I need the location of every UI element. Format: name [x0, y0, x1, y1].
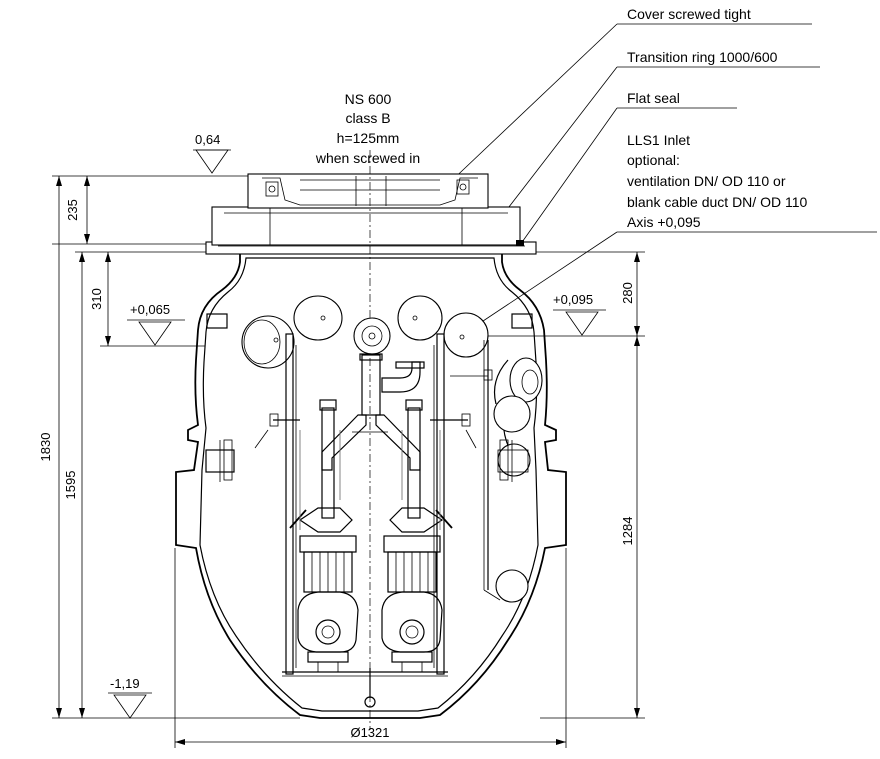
- dim-diameter: Ø1321: [350, 725, 389, 740]
- pump-left: [297, 535, 359, 673]
- dim-235: 235: [65, 199, 80, 221]
- internal-piping: [254, 333, 477, 675]
- callout-transition-ring: Transition ring 1000/600: [627, 49, 778, 65]
- pump-right: [381, 535, 443, 673]
- level-bottom-label: -1,19: [110, 676, 140, 691]
- level-inlet-right-label: +0,095: [553, 292, 593, 307]
- callout-cover: Cover screwed tight: [627, 6, 751, 22]
- level-top-label: 0,64: [195, 132, 220, 147]
- dim-310: 310: [89, 288, 104, 310]
- level-marker-bottom: [108, 692, 152, 719]
- callout-inlet-line5: Axis +0,095: [627, 214, 701, 230]
- guide-lines: [299, 430, 441, 530]
- level-marker-top: [193, 149, 231, 174]
- base-plate: [282, 668, 448, 708]
- callout-inlet-line1: LLS1 Inlet: [627, 132, 690, 148]
- left-side-details: [205, 439, 529, 482]
- level-inlet-left-label: +0,065: [130, 302, 170, 317]
- cover-note-line4: when screwed in: [315, 150, 420, 166]
- diameter-dimension: [174, 548, 567, 748]
- left-dimensions: [52, 175, 300, 719]
- tank-body: [175, 173, 567, 719]
- cover-note-line2: class B: [345, 110, 390, 126]
- dim-1595: 1595: [63, 471, 78, 500]
- callout-leaders: [444, 23, 877, 336]
- inlet-openings: [206, 295, 533, 369]
- cover-note-line1: NS 600: [345, 91, 392, 107]
- level-marker-inlet-right: [553, 309, 606, 336]
- callout-flat-seal: Flat seal: [627, 90, 680, 106]
- callout-inlet-line4: blank cable duct DN/ OD 110: [627, 194, 807, 210]
- right-dimensions: [470, 251, 645, 719]
- cover-note-line3: h=125mm: [337, 130, 400, 146]
- dim-280: 280: [620, 282, 635, 304]
- dim-1284: 1284: [620, 517, 635, 546]
- callout-inlet-line3: ventilation DN/ OD 110 or: [627, 173, 786, 189]
- dim-1830: 1830: [38, 433, 53, 462]
- level-marker-inlet-left: [127, 319, 185, 346]
- callout-inlet-line2: optional:: [627, 152, 680, 168]
